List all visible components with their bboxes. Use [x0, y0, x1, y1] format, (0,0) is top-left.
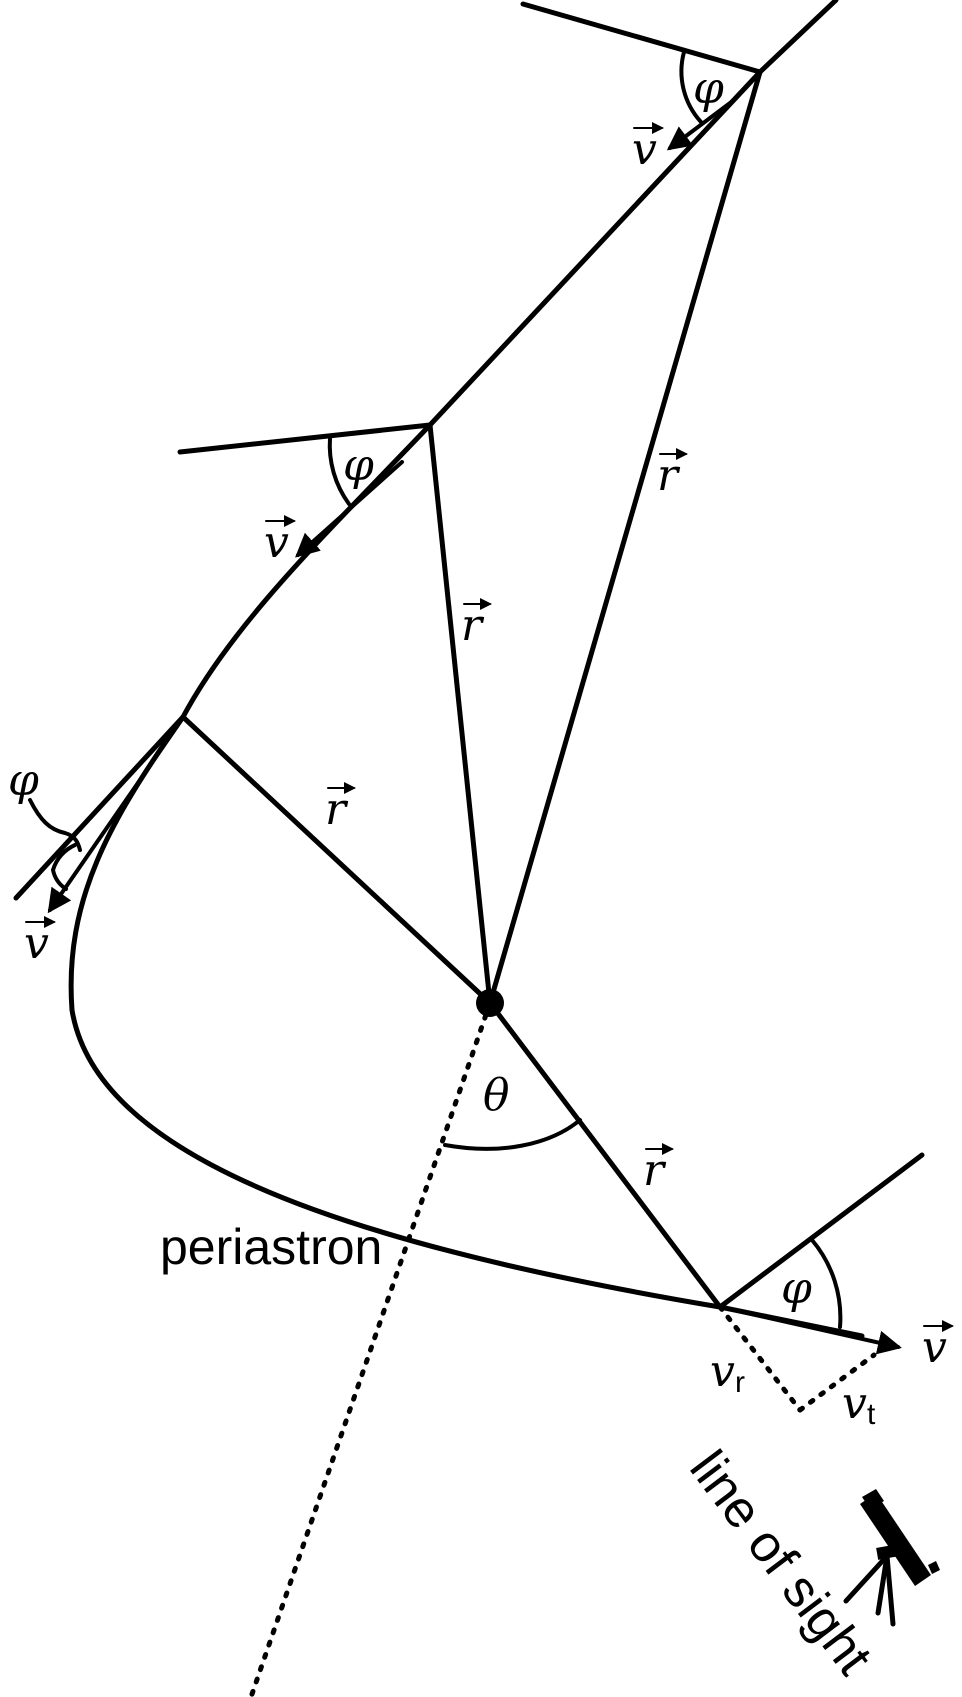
phi-arc-4 — [810, 1238, 843, 1329]
svg-text:r: r — [325, 784, 349, 835]
phi-arc-2 — [327, 436, 351, 506]
v-label-2: v — [264, 515, 296, 568]
svg-text:v: v — [842, 1378, 867, 1429]
v-label-3: v — [24, 916, 56, 969]
phi-label-1: φ — [693, 63, 724, 114]
radius-vector-1 — [487, 69, 763, 1006]
svg-text:v: v — [632, 124, 657, 175]
orbit-path — [68, 0, 839, 1310]
central-star-dot — [476, 989, 504, 1017]
v-label-1: v — [632, 122, 664, 175]
radial-velocity-label: v r — [710, 1346, 745, 1399]
v-label-4: v — [922, 1320, 954, 1373]
theta-arc — [443, 1118, 582, 1151]
phi-leader — [28, 798, 82, 852]
svg-text:r: r — [643, 1145, 667, 1196]
tangential-velocity-label: v t — [842, 1378, 876, 1431]
svg-text:v: v — [264, 517, 289, 568]
phi-label-4: φ — [781, 1263, 812, 1314]
tangent-line-5 — [717, 1152, 925, 1310]
svg-text:v: v — [24, 918, 49, 969]
radius-vector-3 — [180, 714, 493, 1006]
tangent-line-1 — [520, 1, 763, 75]
tangential-component — [797, 1352, 877, 1413]
telescope-icon — [843, 1489, 940, 1627]
phi-label-3: φ — [8, 755, 39, 806]
svg-text:r: r — [461, 600, 485, 651]
phi-arc-1 — [679, 50, 703, 124]
r-label-4: r — [643, 1143, 674, 1196]
radius-vector-2 — [427, 422, 493, 1006]
line-of-sight-label: line of sight — [678, 1440, 883, 1685]
velocity-arrow-4 — [718, 1305, 902, 1355]
svg-text:v: v — [922, 1322, 947, 1373]
theta-label: θ — [483, 1070, 510, 1121]
velocity-arrow-2 — [295, 460, 404, 558]
periastron-axis — [248, 1000, 493, 1697]
periastron-label: periastron — [160, 1219, 382, 1275]
radius-vector-4 — [487, 1000, 723, 1310]
r-label-2: r — [461, 598, 492, 651]
svg-text:r: r — [657, 450, 681, 501]
svg-text:v: v — [710, 1346, 735, 1397]
velocity-arrow-3 — [47, 723, 180, 914]
radial-component — [717, 1304, 803, 1413]
svg-text:r: r — [735, 1366, 745, 1399]
r-label-3: r — [325, 782, 356, 835]
r-label-1: r — [657, 448, 688, 501]
tangent-line-2 — [177, 422, 433, 455]
svg-text:t: t — [867, 1398, 876, 1431]
phi-arc-3 — [51, 843, 77, 891]
phi-label-2: φ — [343, 440, 374, 491]
velocity-arrow-1 — [666, 98, 736, 151]
tangent-line-3 — [13, 714, 186, 901]
